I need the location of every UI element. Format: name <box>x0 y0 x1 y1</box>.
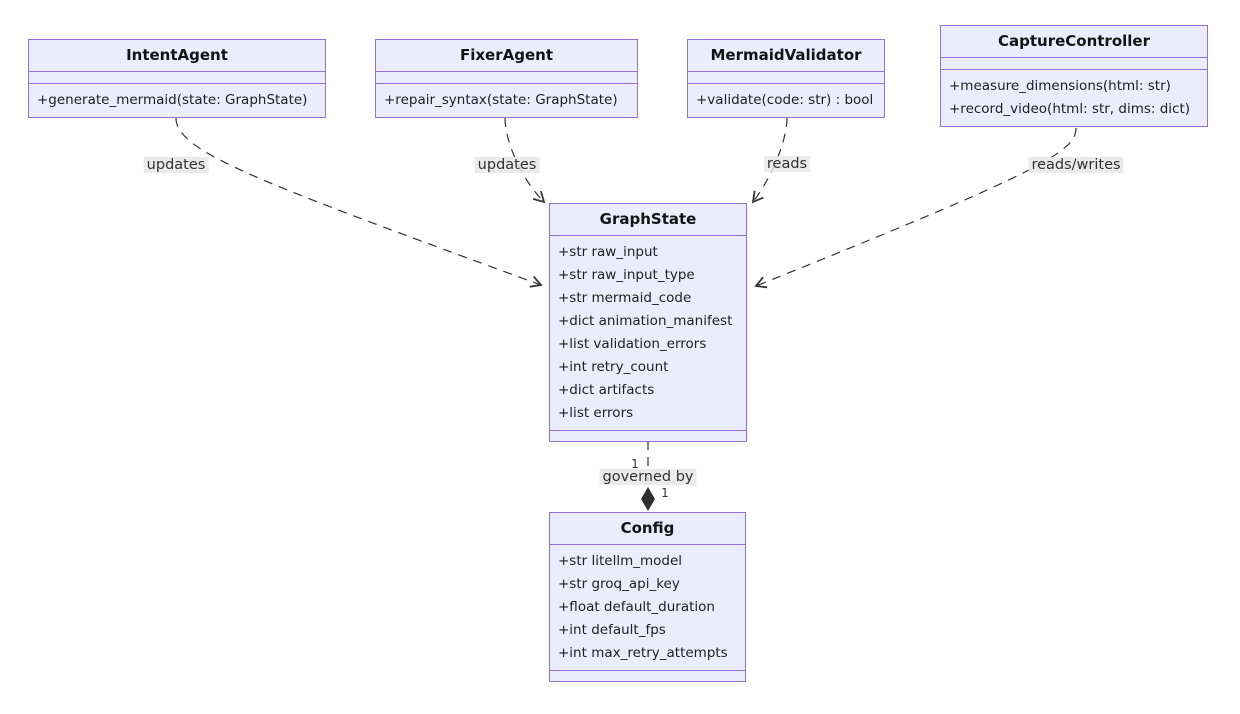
class-method: +validate(code: str) : bool <box>696 92 874 108</box>
methods-section-empty <box>550 671 745 681</box>
edge-label-reads-writes: reads/writes <box>1028 157 1124 173</box>
methods-section: +measure_dimensions(html: str) +record_v… <box>941 70 1207 126</box>
class-title-capturecontroller: CaptureController <box>941 26 1207 58</box>
class-mermaidvalidator: MermaidValidator +validate(code: str) : … <box>687 39 885 118</box>
class-attribute: +dict animation_manifest <box>558 313 733 329</box>
class-attribute: +str raw_input_type <box>558 267 695 283</box>
class-attribute: +str litellm_model <box>558 553 683 569</box>
edge-fixeragent-graphstate <box>504 117 546 204</box>
class-attribute: +int retry_count <box>558 359 669 375</box>
attributes-section-empty <box>29 72 325 84</box>
class-capturecontroller: CaptureController +measure_dimensions(ht… <box>940 25 1208 127</box>
class-title-mermaidvalidator: MermaidValidator <box>688 40 884 72</box>
edge-mermaidvalidator-graphstate <box>751 117 788 204</box>
class-intentagent: IntentAgent +generate_mermaid(state: Gra… <box>28 39 326 118</box>
class-method: +repair_syntax(state: GraphState) <box>384 92 618 108</box>
methods-section: +generate_mermaid(state: GraphState) <box>29 84 325 117</box>
class-attribute: +int default_fps <box>558 622 666 638</box>
class-title-config: Config <box>550 513 745 545</box>
attributes-section-empty <box>941 58 1207 70</box>
class-attribute: +int max_retry_attempts <box>558 645 728 661</box>
class-title-fixeragent: FixerAgent <box>376 40 637 72</box>
class-fixeragent: FixerAgent +repair_syntax(state: GraphSt… <box>375 39 638 118</box>
attributes-section-empty <box>376 72 637 84</box>
edge-label-reads: reads <box>763 156 811 172</box>
methods-section: +repair_syntax(state: GraphState) <box>376 84 637 117</box>
edge-label-governed-by: governed by <box>599 469 697 485</box>
class-attribute: +str groq_api_key <box>558 576 680 592</box>
class-method: +measure_dimensions(html: str) <box>949 78 1171 94</box>
class-attribute: +list errors <box>558 405 634 421</box>
edge-capturecontroller-graphstate <box>754 127 1077 289</box>
edge-label-updates-fixeragent: updates <box>474 157 540 173</box>
class-attribute: +list validation_errors <box>558 336 707 352</box>
class-attribute: +str mermaid_code <box>558 290 692 306</box>
class-graphstate: GraphState +str raw_input +str raw_input… <box>549 203 747 442</box>
class-config: Config +str litellm_model +str groq_api_… <box>549 512 746 682</box>
methods-section: +validate(code: str) : bool <box>688 84 884 117</box>
attributes-section-empty <box>688 72 884 84</box>
class-method: +record_video(html: str, dims: dict) <box>949 101 1191 117</box>
multiplicity-config-end: 1 <box>661 486 669 500</box>
edge-intentagent-graphstate <box>175 117 543 288</box>
class-title-graphstate: GraphState <box>550 204 746 236</box>
edge-label-updates-intentagent: updates <box>143 157 209 173</box>
class-attribute: +float default_duration <box>558 599 715 615</box>
class-method: +generate_mermaid(state: GraphState) <box>37 92 308 108</box>
class-attribute: +dict artifacts <box>558 382 655 398</box>
multiplicity-graphstate-end: 1 <box>631 457 639 471</box>
composition-diamond <box>641 487 655 511</box>
class-title-intentagent: IntentAgent <box>29 40 325 72</box>
methods-section-empty <box>550 431 746 441</box>
class-attribute: +str raw_input <box>558 244 658 260</box>
attributes-section: +str litellm_model +str groq_api_key +fl… <box>550 545 745 671</box>
attributes-section: +str raw_input +str raw_input_type +str … <box>550 236 746 431</box>
